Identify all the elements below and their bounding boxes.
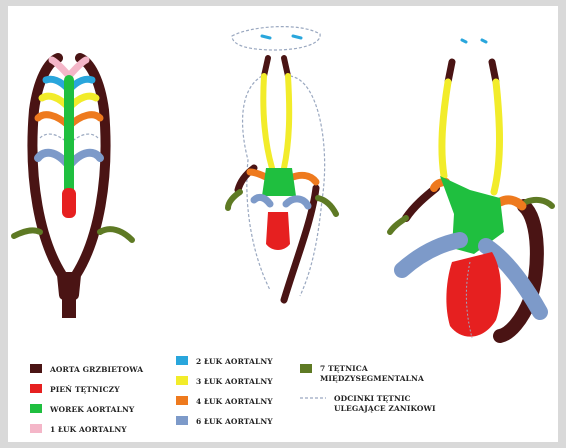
legend-swatch bbox=[176, 416, 188, 425]
legend-label: PIEŃ TĘTNICZY bbox=[50, 385, 120, 394]
legend-label: 1 ŁUK AORTALNY bbox=[50, 425, 127, 434]
legend-item: 4 ŁUK AORTALNY bbox=[176, 396, 273, 406]
luk-2-remnant-left bbox=[462, 40, 466, 42]
legend-label: ULEGAJĄCE ZANIKOWI bbox=[334, 404, 436, 413]
stage-2-diagram bbox=[228, 27, 336, 300]
luk-3-left bbox=[442, 82, 448, 176]
tetnica-7-left bbox=[14, 230, 40, 236]
legend-item: WOREK AORTALNY bbox=[30, 404, 135, 414]
luk-6-left bbox=[254, 197, 270, 204]
legend-swatch bbox=[30, 404, 42, 413]
aorta-grzbietowa-left bbox=[406, 188, 436, 218]
tetnica-7-left bbox=[228, 192, 240, 208]
legend-item: 3 ŁUK AORTALNY bbox=[176, 376, 273, 386]
luk-6-right bbox=[286, 199, 308, 206]
luk-2-remnant-right bbox=[482, 40, 486, 42]
legend-item: 1 ŁUK AORTALNY bbox=[30, 424, 127, 434]
pien-tetniczy bbox=[62, 188, 76, 218]
legend-label: 2 ŁUK AORTALNY bbox=[196, 357, 273, 366]
luk-3-right bbox=[494, 82, 500, 192]
legend-item: PIEŃ TĘTNICZY bbox=[30, 384, 120, 394]
legend-label: ODCINKI TĘTNIC bbox=[334, 394, 411, 403]
legend-label: 3 ŁUK AORTALNY bbox=[196, 377, 273, 386]
legend-item: AORTA GRZBIETOWA bbox=[30, 364, 143, 374]
legend: AORTA GRZBIETOWA PIEŃ TĘTNICZY WOREK AORTA… bbox=[30, 356, 436, 434]
legend-label: 7 TĘTNICA bbox=[320, 364, 368, 373]
legend-label: AORTA GRZBIETOWA bbox=[49, 365, 143, 374]
legend-swatch bbox=[30, 384, 42, 393]
stage-1-diagram bbox=[14, 58, 132, 318]
legend-swatch bbox=[176, 396, 188, 405]
legend-swatch bbox=[176, 356, 188, 365]
luk-4-right bbox=[500, 200, 522, 206]
luk-3-left bbox=[263, 76, 272, 168]
legend-item: ODCINKI TĘTNICULEGAJĄCE ZANIKOWI bbox=[300, 394, 436, 413]
pien-tetniczy bbox=[266, 212, 290, 250]
legend-swatch bbox=[176, 376, 188, 385]
luk-1-right bbox=[69, 60, 86, 76]
worek-aortalny bbox=[262, 168, 296, 196]
tetnica-7-right bbox=[100, 229, 132, 240]
tetnica-7-right bbox=[318, 198, 336, 214]
stage-3-diagram bbox=[390, 40, 552, 338]
pien-tetniczy bbox=[446, 252, 501, 337]
legend-swatch bbox=[30, 424, 42, 433]
luk-2-remnant-left bbox=[262, 36, 270, 38]
legend-swatch bbox=[30, 364, 42, 373]
luk-3-right bbox=[284, 76, 289, 168]
legend-label: WOREK AORTALNY bbox=[49, 405, 135, 414]
legend-swatch bbox=[300, 364, 312, 373]
legend-label: 6 ŁUK AORTALNY bbox=[196, 417, 273, 426]
legend-item: 2 ŁUK AORTALNY bbox=[176, 356, 273, 366]
tetnica-7-left bbox=[390, 218, 406, 232]
luk-2-remnant-right bbox=[293, 36, 301, 38]
legend-item: 7 TĘTNICAMIĘDZYSEGMENTALNA bbox=[300, 364, 424, 383]
luk-4-right bbox=[290, 175, 316, 182]
legend-item: 6 ŁUK AORTALNY bbox=[176, 416, 273, 426]
zanikowe-head-outline bbox=[232, 27, 320, 50]
legend-label: 4 ŁUK AORTALNY bbox=[196, 397, 273, 406]
legend-label: MIĘDZYSEGMENTALNA bbox=[320, 374, 424, 383]
